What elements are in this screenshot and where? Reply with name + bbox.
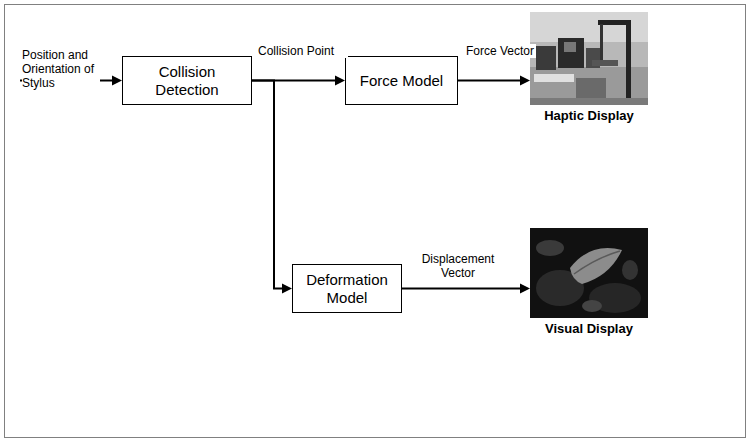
display-label: Haptic Display (510, 108, 668, 124)
box-label: Force Model (360, 72, 443, 90)
edge-label: Force Vector (466, 44, 536, 58)
process-box: Deformation Model (292, 264, 402, 313)
edge-label: Collision Point (258, 44, 348, 58)
display-label: Visual Display (510, 321, 668, 337)
display-image: Haptic Display (530, 12, 648, 105)
display-photo (530, 228, 648, 318)
flow-arrow (252, 81, 292, 294)
flow-arrow (402, 284, 530, 294)
box-label: Deformation Model (299, 271, 395, 307)
edge-label: Displacement Vector (408, 252, 508, 280)
outer-frame (5, 5, 746, 438)
box-label: Collision Detection (129, 63, 245, 99)
process-box: Collision Detection (122, 56, 252, 105)
display-photo (530, 12, 648, 105)
flow-arrow (458, 76, 530, 86)
input-label: Position and Orientation of Stylus (22, 48, 100, 90)
display-image: Visual Display (530, 228, 648, 318)
process-box: Force Model (345, 56, 458, 105)
